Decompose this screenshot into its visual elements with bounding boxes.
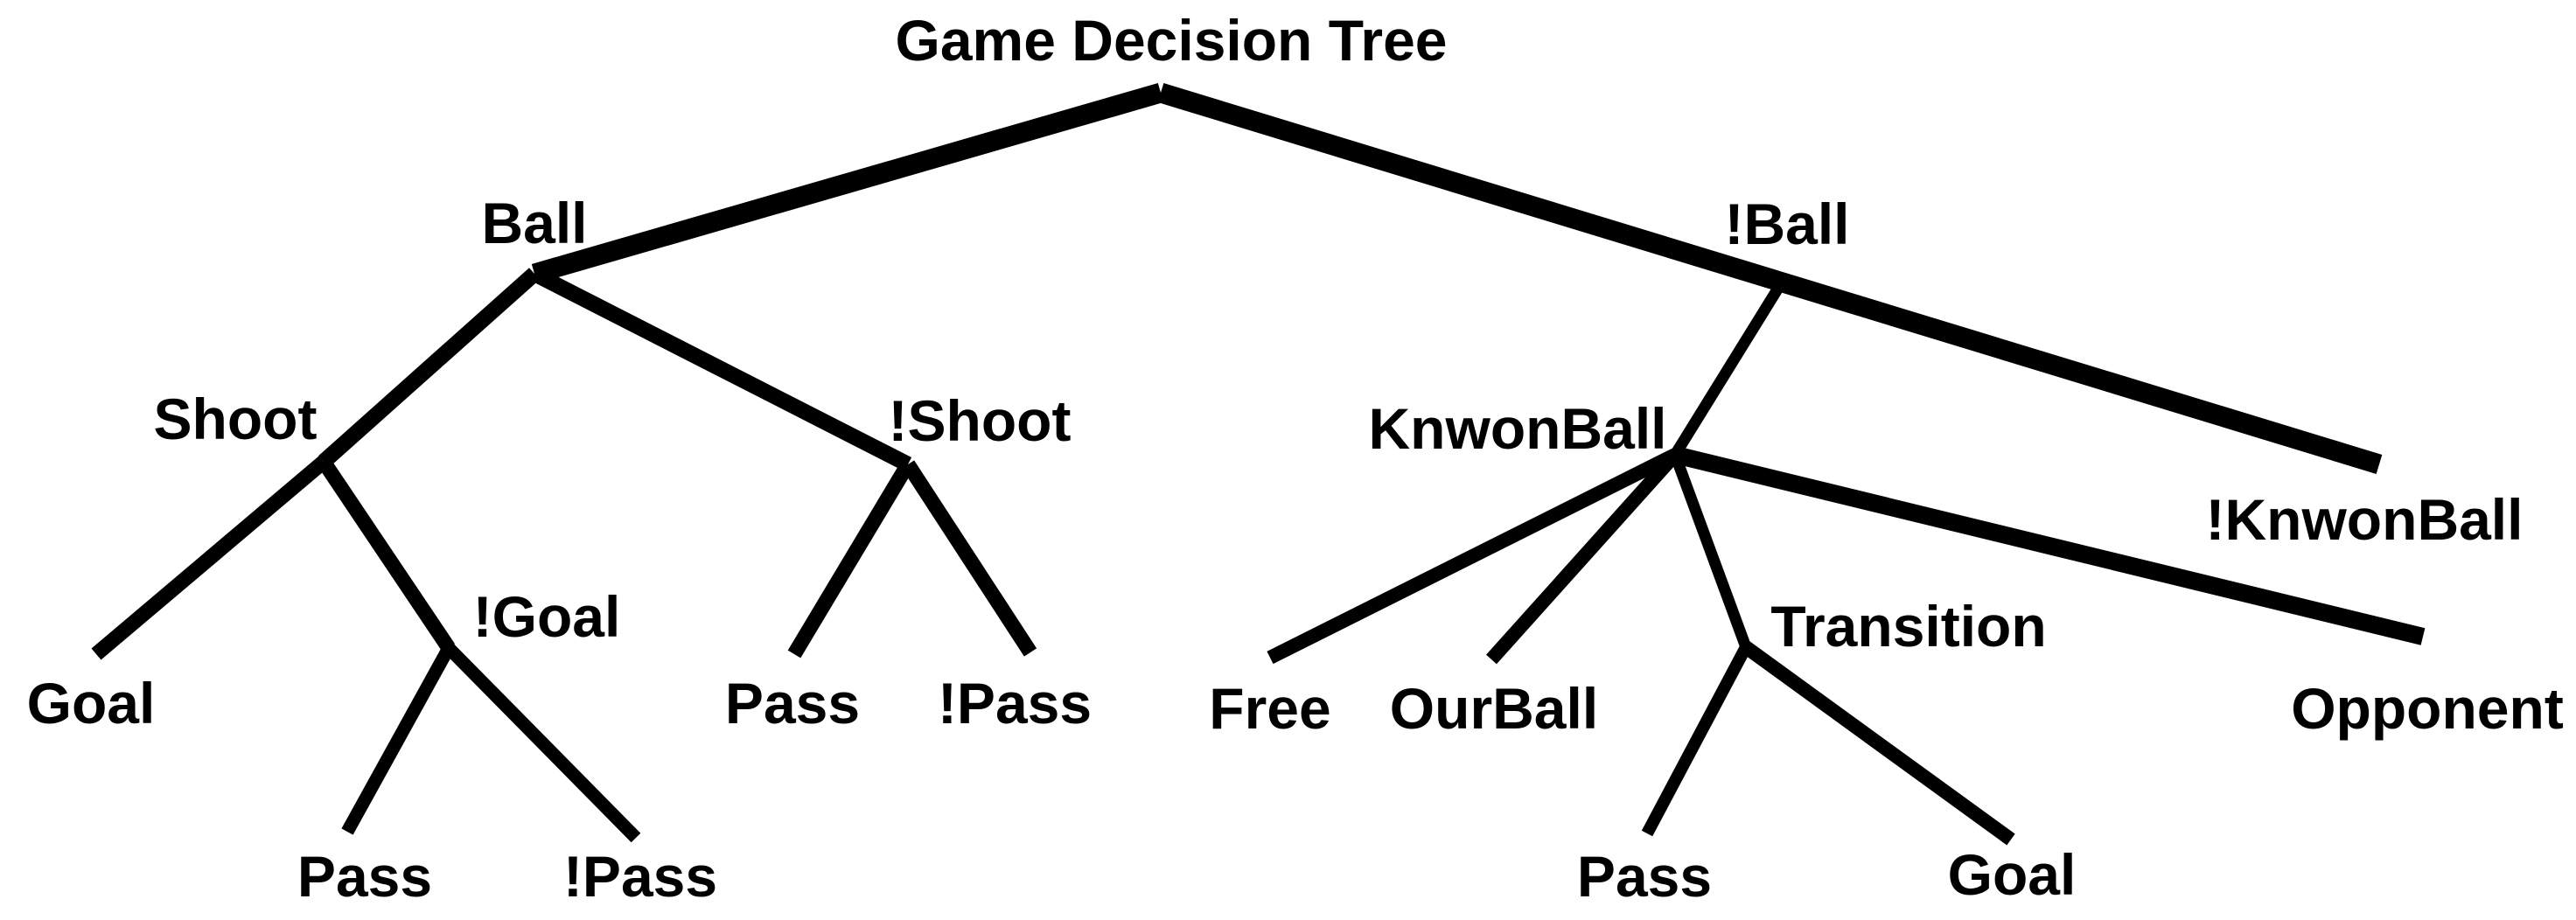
edge-transition-to-pass [1641, 644, 1752, 837]
edge-not-goal-to-not-pass [443, 643, 641, 843]
edge-not-ball-to-knwonball [1670, 275, 1790, 458]
node-label-not-pass-shoot: !Pass [562, 844, 718, 909]
edge-root-to-not-knwonball [1157, 83, 2383, 474]
node-label-not-ball: !Ball [1724, 192, 1850, 256]
node-label-not-shoot: !Shoot [888, 388, 1072, 453]
edge-transition-to-goal [1742, 641, 2015, 846]
node-label-goal-left: Goal [26, 671, 156, 735]
edge-not-shoot-to-not-pass [901, 460, 1037, 657]
node-label-pass-shoot: Pass [297, 844, 433, 909]
edge-shoot-to-goal [91, 456, 329, 660]
edge-not-goal-to-pass [341, 645, 455, 835]
node-label-ball: Ball [481, 191, 588, 255]
node-label-goal-transition: Goal [1947, 842, 2077, 907]
node-label-pass-notshoot: Pass [724, 671, 861, 735]
edge-not-shoot-to-pass [787, 460, 915, 659]
edge-knwonball-to-opponent [1672, 446, 2426, 645]
edge-root-to-ball [531, 82, 1164, 284]
node-label-not-pass-notshoot: !Pass [937, 671, 1093, 735]
node-label-not-knwonball: !KnwonBall [2205, 487, 2524, 552]
edge-knwonball-to-free [1267, 448, 1679, 665]
node-label-free: Free [1209, 676, 1331, 741]
edge-shoot-to-not-goal [317, 457, 456, 652]
edge-knwonball-to-ourball [1486, 450, 1680, 665]
node-label-pass-transition: Pass [1576, 844, 1713, 909]
node-label-not-goal: !Goal [472, 584, 621, 649]
diagram-title: Game Decision Tree [895, 8, 1448, 73]
node-label-shoot: Shoot [153, 387, 318, 451]
edge-ball-to-not-shoot [530, 266, 912, 472]
node-label-transition: Transition [1770, 594, 2047, 659]
edge-ball-to-shoot [318, 268, 540, 468]
node-label-knwonball: KnwonBall [1368, 396, 1667, 461]
node-label-opponent: Opponent [2291, 676, 2564, 741]
node-label-ourball: OurBall [1389, 676, 1599, 741]
edge-knwonball-to-transition [1669, 452, 1752, 650]
